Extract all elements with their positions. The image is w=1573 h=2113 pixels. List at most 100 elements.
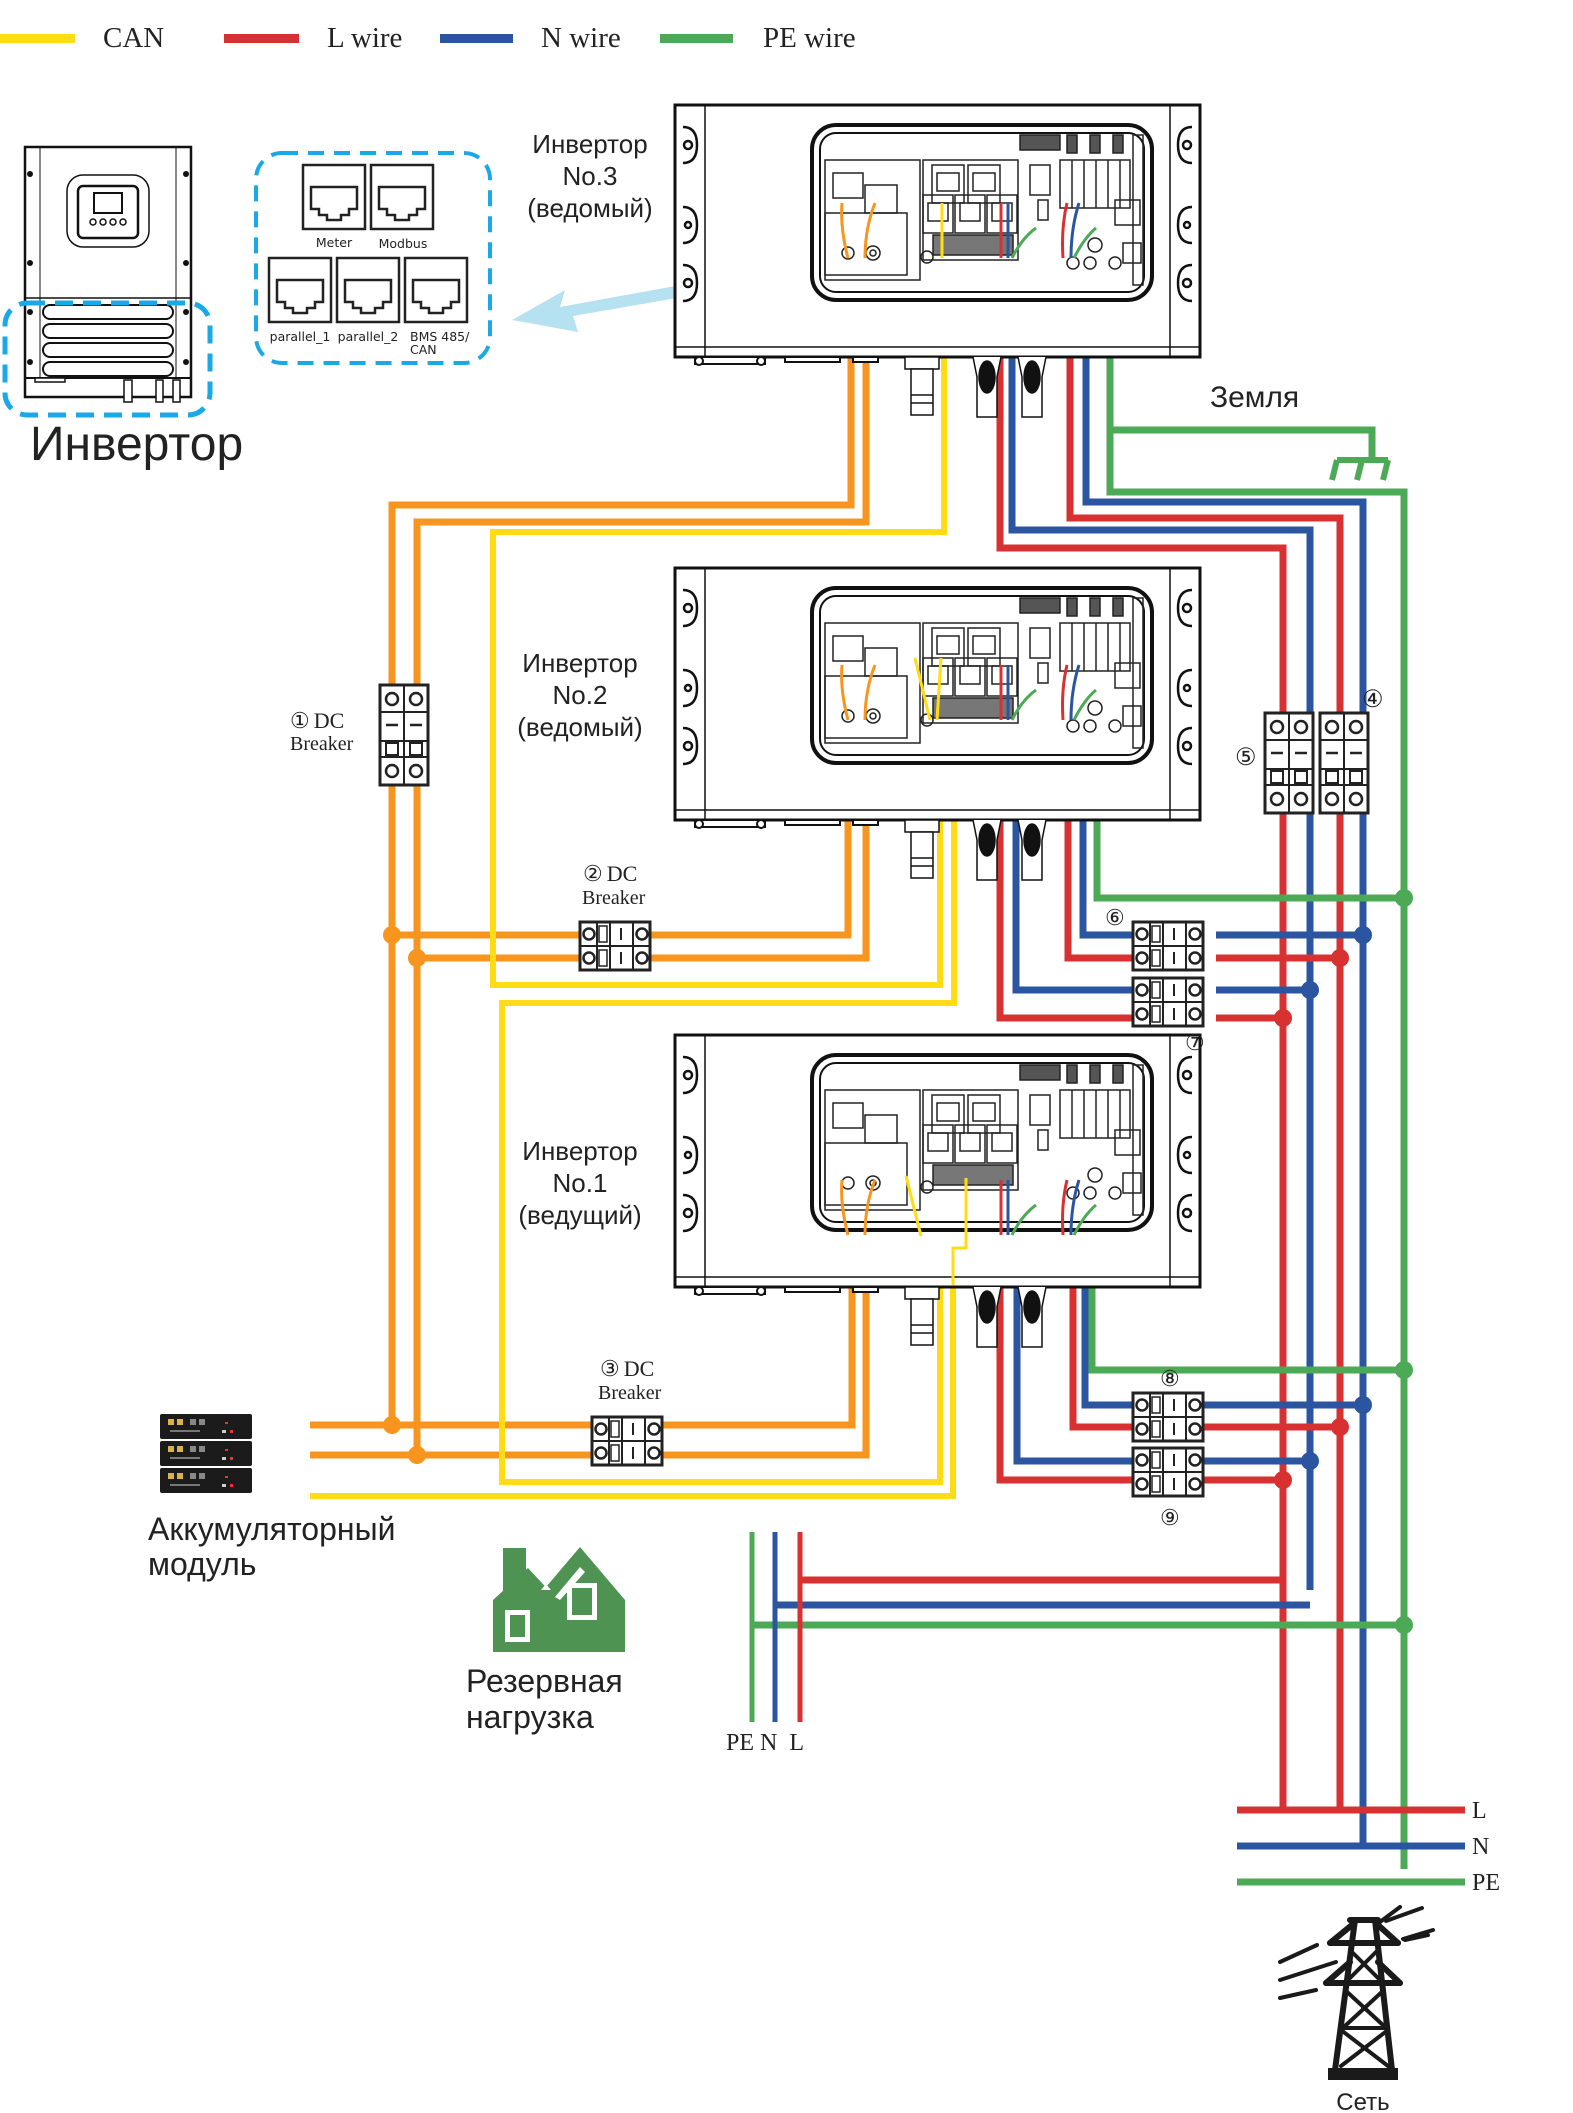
legend-item-can: CAN xyxy=(0,22,164,54)
port-parallel-2-icon xyxy=(335,256,401,324)
inverter-1-internal-wires xyxy=(840,1175,1097,1285)
inverter-1: Инвертор No.1 (ведущий) xyxy=(518,1033,1202,1349)
n-junction xyxy=(1301,981,1319,999)
ac-wires xyxy=(749,357,1465,1886)
ac-breaker-4-icon xyxy=(1318,711,1370,815)
can-wire-inv2-inv1 xyxy=(499,820,957,1485)
inverter-2: Инвертор No.2 (ведомый) xyxy=(517,566,1202,882)
dc-wires xyxy=(310,357,870,1459)
legend-item-l-wire: L wire xyxy=(224,22,402,54)
dc-wire-inv3-neg xyxy=(413,357,870,1455)
ac-breaker-4-number: ④ xyxy=(1362,687,1384,713)
backup-load-label-line1: Резервная xyxy=(466,1663,623,1699)
n-wire-inv1-b xyxy=(1013,1285,1133,1465)
ac-breaker-7-icon xyxy=(1131,976,1205,1028)
ports-highlight-box xyxy=(254,151,492,365)
l-junction xyxy=(1331,949,1349,967)
dc-wire-brk3-inv1-pos xyxy=(662,1285,856,1429)
can-wires xyxy=(310,357,957,1499)
grid-bus-label-n: N xyxy=(1472,1834,1489,1860)
house-icon xyxy=(493,1547,625,1652)
legend-label-l-wire: L wire xyxy=(327,22,402,54)
ac-breaker-5-icon xyxy=(1263,711,1315,815)
ac-junctions xyxy=(1274,889,1413,1634)
n-wire-inv2-a xyxy=(1079,820,1146,939)
ac-breaker-4: ④ xyxy=(1318,687,1384,815)
ground-label: Земля xyxy=(1210,381,1299,414)
dc-wire-brk3-inv1-neg xyxy=(662,1285,870,1459)
n-junction xyxy=(1354,1396,1372,1414)
dc-junction xyxy=(383,926,401,944)
legend-item-n-wire: N wire xyxy=(440,22,621,54)
port-label-bms-line1: BMS 485/ xyxy=(410,329,470,344)
legend-swatch-n-wire xyxy=(440,34,513,43)
l-wire-inv3-grid xyxy=(996,357,1287,1810)
can-wire-batt-inv1 xyxy=(310,1285,956,1499)
dc-junction xyxy=(383,1416,401,1434)
dc-wire-inv3-pos xyxy=(388,357,855,1425)
ac-breaker-8-icon xyxy=(1131,1391,1205,1443)
legend-swatch-pe-wire xyxy=(660,34,733,43)
legend-item-pe-wire: PE wire xyxy=(660,22,856,54)
port-label-bms-line2: CAN xyxy=(410,342,437,357)
inverter-3-body xyxy=(673,103,1202,419)
n-junction xyxy=(1301,1452,1319,1470)
dc-wire-brk2-inv2-neg xyxy=(650,820,870,962)
pe-wire-inv1 xyxy=(1088,1285,1404,1374)
inverter-3-internal-wires xyxy=(840,202,1097,259)
pe-junction xyxy=(1395,1616,1413,1634)
backup-load: Резервная нагрузка PE N L xyxy=(466,1547,804,1756)
inverter-2-internal-wires xyxy=(840,657,1097,721)
dc-breaker-1-label-line2: Breaker xyxy=(290,733,354,755)
legend-swatch-l-wire xyxy=(224,34,299,43)
inverter-2-label-line3: (ведомый) xyxy=(517,712,642,742)
battery-icon xyxy=(160,1414,252,1493)
pe-junction xyxy=(1395,889,1413,907)
inverter-2-label-line1: Инвертор xyxy=(522,648,637,678)
legend-swatch-can xyxy=(0,34,75,43)
comm-ports-panel: Meter Modbus parallel_1 parallel_2 BMS 4… xyxy=(254,151,492,365)
port-label-parallel-2: parallel_2 xyxy=(338,329,399,344)
inverter-3-label-line1: Инвертор xyxy=(532,129,647,159)
port-meter-icon xyxy=(301,163,367,231)
l-wire-inv1-a xyxy=(1069,1285,1133,1431)
ac-breaker-6-number: ⑥ xyxy=(1105,905,1125,930)
ac-breaker-5-number: ⑤ xyxy=(1235,745,1257,771)
l-wire-inv3-load xyxy=(1066,357,1344,1810)
ac-breaker-9-number: ⑨ xyxy=(1160,1505,1180,1530)
grid-label: Сеть xyxy=(1336,2089,1389,2113)
inverter-3-label-line2: No.3 xyxy=(563,161,618,191)
legend-label-n-wire: N wire xyxy=(541,22,621,54)
l-junction xyxy=(1274,1009,1292,1027)
backup-load-terminal-labels: PE N L xyxy=(726,1730,804,1756)
n-wire-inv3-grid xyxy=(1008,357,1314,1590)
ac-breaker-6-icon xyxy=(1131,920,1205,972)
pe-wire-ground xyxy=(1110,426,1376,460)
inverter-2-label-line2: No.2 xyxy=(553,680,608,710)
grid-bus-label-pe: PE xyxy=(1472,1870,1500,1896)
ac-breaker-8-number: ⑧ xyxy=(1160,1366,1180,1391)
port-label-parallel-1: parallel_1 xyxy=(270,329,331,344)
dc-breaker-2-icon xyxy=(578,920,652,972)
dc-breaker-1-icon xyxy=(378,683,430,787)
port-label-meter: Meter xyxy=(316,235,353,250)
inverter-1-label-line1: Инвертор xyxy=(522,1136,637,1166)
port-parallel-1-icon xyxy=(267,256,333,324)
pe-junction xyxy=(1395,1361,1413,1379)
l-junction xyxy=(1274,1471,1292,1489)
grid-bus-label-l: L xyxy=(1472,1798,1487,1824)
grid-bus-labels: L N PE xyxy=(1472,1798,1500,1896)
ac-breaker-8: ⑧ xyxy=(1131,1366,1205,1443)
pe-wire-inv3 xyxy=(1106,357,1408,1869)
battery-label-line1: Аккумуляторный xyxy=(148,1511,395,1547)
battery-module: Аккумуляторный модуль xyxy=(148,1414,395,1582)
overview-inverter-label: Инвертор xyxy=(30,418,243,471)
ac-breaker-9-icon xyxy=(1131,1446,1205,1498)
